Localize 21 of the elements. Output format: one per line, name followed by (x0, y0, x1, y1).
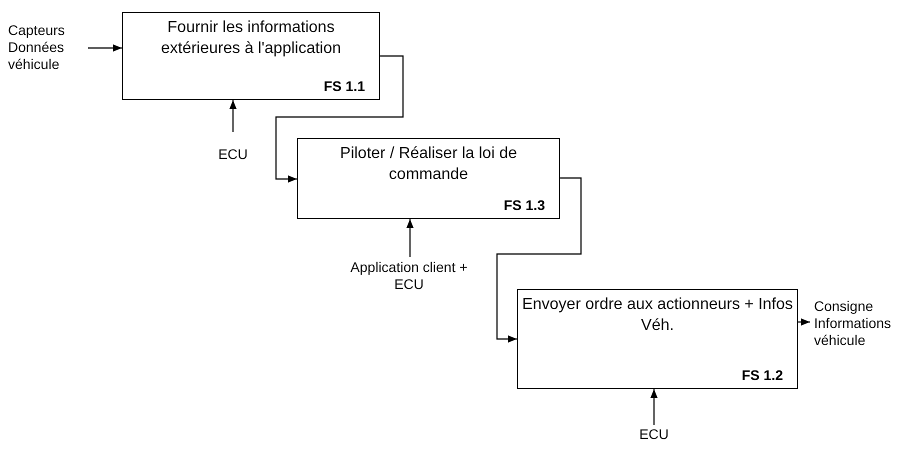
arrow (798, 318, 810, 326)
flow-label: Application client + ECU (334, 259, 484, 299)
flow-label: Consigne Informations véhicule (814, 298, 906, 352)
function-code: FS 1.1 (324, 78, 365, 94)
process-title: Piloter / Réaliser la loi de commande (339, 144, 518, 185)
process-title: Fournir les informations extérieures à l'application (160, 18, 342, 59)
flow-label: ECU (214, 146, 252, 165)
process-title: Envoyer ordre aux actionneurs + Infos Véh. (522, 295, 793, 336)
arrow (496, 177, 582, 343)
process-box (122, 12, 380, 100)
process-box (517, 289, 798, 389)
arrow (88, 44, 122, 52)
arrow (406, 219, 414, 257)
flow-label: ECU (634, 426, 674, 445)
flow-label: Capteurs Données véhicule (8, 22, 80, 74)
process-box (297, 138, 560, 219)
function-code: FS 1.2 (742, 367, 783, 383)
function-code: FS 1.3 (504, 197, 545, 213)
arrow (650, 389, 658, 425)
arrow (229, 100, 237, 132)
arrow (275, 55, 404, 183)
